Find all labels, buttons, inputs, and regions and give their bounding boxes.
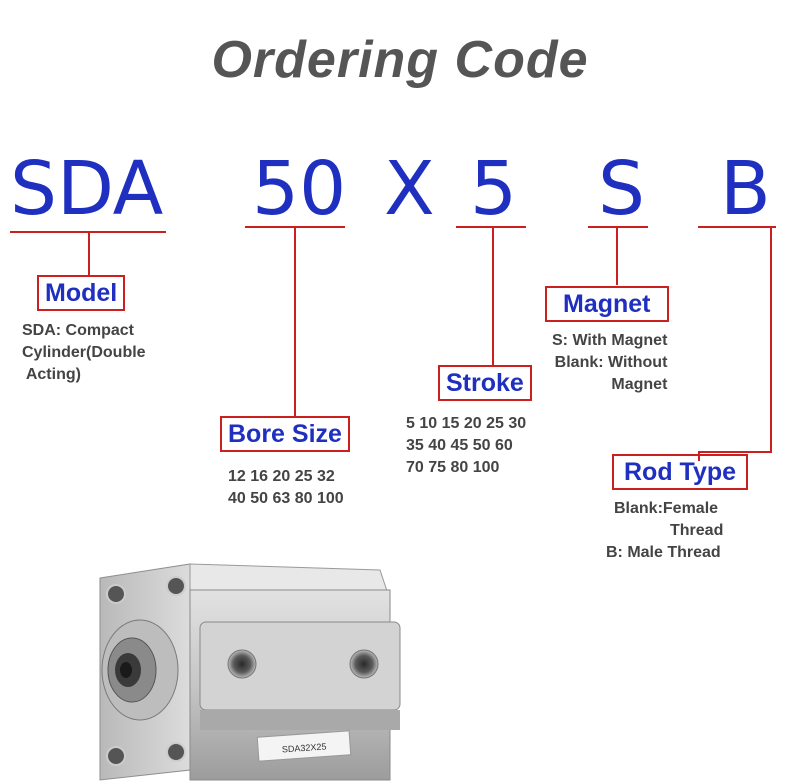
bore-size-description: 12 16 20 25 32 40 50 63 80 100 [228, 466, 344, 510]
code-part-model: SDA [10, 146, 164, 232]
connector-magnet [616, 227, 618, 285]
stroke-desc-line: 70 75 80 100 [406, 459, 500, 476]
stroke-desc-line: 35 40 45 50 60 [406, 437, 513, 454]
bore-size-desc-line: 40 50 63 80 100 [228, 490, 344, 507]
magnet-label: Magnet [545, 286, 669, 322]
code-part-stroke: 5 [470, 146, 518, 232]
product-label-text: SDA32X25 [282, 741, 327, 754]
connector-bore [294, 227, 296, 417]
stroke-desc-line: 5 10 15 20 25 30 [406, 415, 527, 432]
code-part-rod: B [720, 146, 771, 232]
cylinder-product-image: SDA32X25 [99, 563, 401, 781]
model-description: SDA: Compact Cylinder(Double Acting) [22, 320, 146, 386]
underline-magnet [588, 226, 648, 228]
code-part-magnet: S [598, 146, 645, 232]
connector-stroke [492, 227, 494, 365]
rod-type-description: Blank:Female Thread B: Male Thread [606, 498, 724, 564]
model-label: Model [37, 275, 126, 311]
magnet-desc-line: Blank: Without [554, 354, 668, 371]
underline-rod [698, 226, 776, 228]
model-desc-line: Cylinder(Double [22, 344, 146, 361]
connector-rod-horizontal [698, 451, 772, 453]
connector-rod-drop [698, 451, 700, 461]
magnet-description: S: With Magnet Blank: Without Magnet [552, 330, 667, 396]
stroke-description: 5 10 15 20 25 30 35 40 45 50 60 70 75 80… [406, 413, 526, 479]
page-title: Ordering Code [211, 31, 589, 89]
bore-size-label: Bore Size [220, 416, 350, 452]
rod-type-desc-line: Thread [670, 522, 724, 539]
model-desc-line: SDA: Compact [22, 322, 135, 339]
stroke-label: Stroke [438, 365, 532, 401]
rod-type-label: Rod Type [612, 454, 749, 490]
model-desc-line: Acting) [22, 366, 81, 383]
bore-size-desc-line: 12 16 20 25 32 [228, 468, 335, 485]
rod-type-desc-line: B: Male Thread [606, 544, 721, 561]
underline-stroke [456, 226, 526, 228]
code-part-separator: X [384, 146, 435, 232]
rod-type-desc-line: Blank:Female [614, 500, 719, 517]
connector-model [88, 232, 90, 276]
connector-rod-vertical [770, 227, 772, 453]
magnet-desc-line: Magnet [611, 376, 668, 393]
magnet-desc-line: S: With Magnet [552, 332, 668, 349]
code-part-bore: 50 [252, 146, 347, 232]
